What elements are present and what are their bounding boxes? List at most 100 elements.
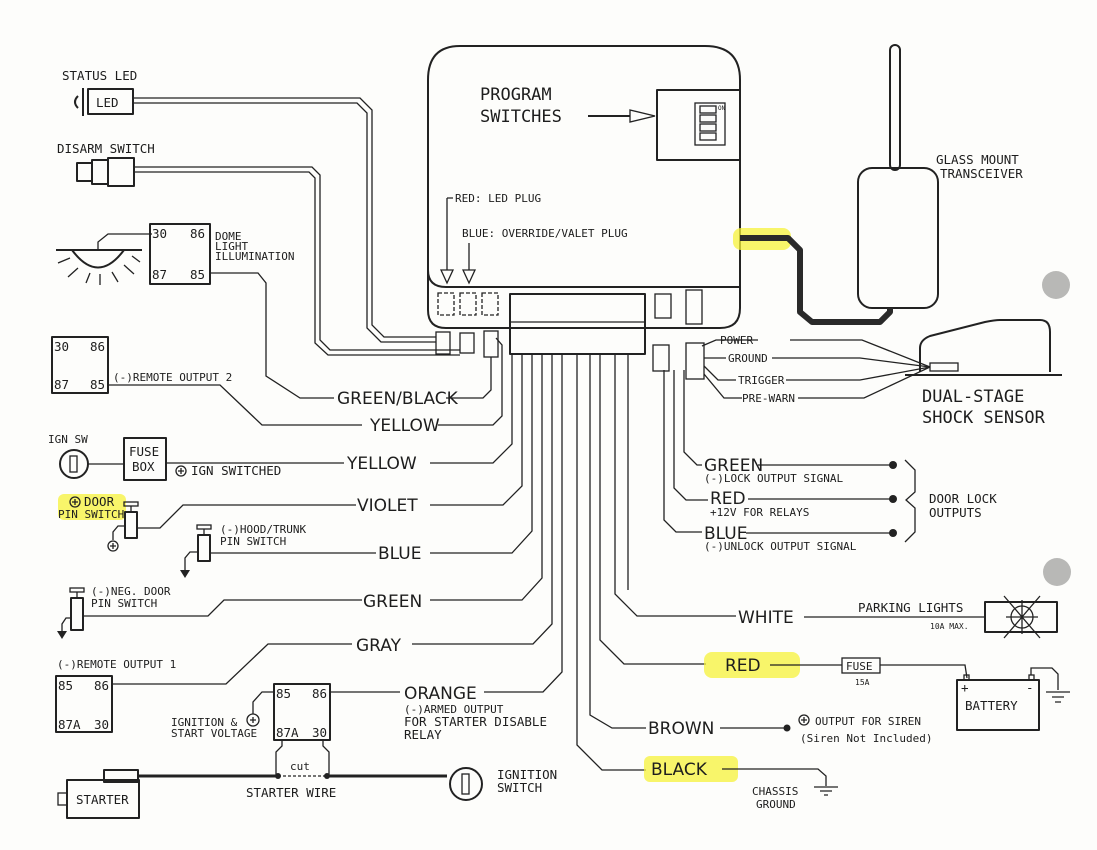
cut-label: cut — [290, 760, 310, 773]
fuse-box — [123, 437, 167, 481]
transceiver-label: GLASS MOUNT — [936, 152, 1019, 167]
door-lock-green: GREEN — [704, 456, 763, 476]
parking-lights-label: PARKING LIGHTS — [858, 600, 963, 615]
dip-switch-icon[interactable] — [694, 102, 726, 146]
transceiver-cable — [740, 235, 893, 325]
siren-label: OUTPUT FOR SIREN — [815, 715, 921, 728]
svg-text:PIN SWITCH: PIN SWITCH — [220, 535, 286, 548]
svg-text:30: 30 — [312, 725, 327, 740]
svg-text:BATTERY: BATTERY — [965, 698, 1018, 713]
svg-text:15A: 15A — [855, 678, 870, 687]
disarm-switch-icon[interactable] — [76, 157, 135, 187]
chassis-ground-label: CHASSIS — [752, 785, 798, 798]
sensor-wires — [701, 339, 931, 399]
wire-green: GREEN — [363, 592, 422, 612]
svg-text:SWITCH: SWITCH — [497, 780, 542, 795]
ign-switched-label: IGN SWITCHED — [191, 463, 281, 478]
svg-text:30: 30 — [152, 226, 167, 241]
svg-text:FUSE: FUSE — [846, 660, 873, 673]
svg-text:(-)LOCK OUTPUT SIGNAL: (-)LOCK OUTPUT SIGNAL — [704, 472, 843, 485]
svg-text:OUTPUTS: OUTPUTS — [929, 505, 982, 520]
dome-label: DOME — [215, 230, 242, 243]
svg-text:30: 30 — [94, 717, 109, 732]
led-plug-socket[interactable] — [437, 292, 455, 316]
door-pin-switch-label: DOOR — [84, 494, 115, 509]
svg-text:87A: 87A — [276, 725, 299, 740]
svg-text:RELAY: RELAY — [404, 727, 442, 742]
wire-brown: BROWN — [648, 719, 714, 739]
door-lock-red: RED — [710, 489, 746, 509]
svg-text:(-)UNLOCK OUTPUT SIGNAL: (-)UNLOCK OUTPUT SIGNAL — [704, 540, 857, 553]
remote2-wire — [108, 384, 362, 426]
svg-text:10A MAX.: 10A MAX. — [930, 622, 969, 631]
hood-trunk-label: (-)HOOD/TRUNK — [220, 523, 306, 536]
starter-disable-relay — [273, 683, 331, 741]
status-led-label: STATUS LED — [62, 68, 137, 83]
door-lock-outputs-label: DOOR LOCK — [929, 491, 997, 506]
ignition-switch-label: IGNITION — [497, 767, 557, 782]
arrow-icon — [629, 109, 656, 123]
sensor-ground-label: GROUND — [728, 352, 768, 365]
svg-text:86: 86 — [190, 226, 205, 241]
program-switches-label-2: SWITCHES — [480, 107, 562, 127]
remote-output-1-label: (-)REMOTE OUTPUT 1 — [57, 658, 176, 671]
wire-red-battery: RED — [725, 656, 761, 676]
red-led-plug-label: RED: LED PLUG — [455, 192, 541, 205]
remote-output-1-relay — [55, 675, 113, 733]
svg-text:85: 85 — [58, 678, 73, 693]
wire-violet: VIOLET — [357, 496, 418, 516]
door-lock-blue: BLUE — [704, 524, 747, 544]
ign-sw-label: IGN SW — [48, 433, 88, 446]
svg-text:86: 86 — [312, 686, 327, 701]
sensor-port[interactable] — [654, 293, 672, 319]
disarm-wire — [134, 166, 460, 356]
ignition-start-voltage-label: IGNITION & — [171, 716, 238, 729]
wire-green-black: GREEN/BLACK — [337, 389, 459, 409]
svg-text:FUSE: FUSE — [129, 444, 159, 459]
wire-yellow-ign: YELLOW — [346, 454, 417, 474]
svg-text:STARTER: STARTER — [76, 792, 129, 807]
svg-text:-: - — [1026, 680, 1034, 695]
sensor-power-label: POWER — [720, 334, 753, 347]
wire-yellow-remote2: YELLOW — [369, 416, 440, 436]
battery-icon: + - — [956, 667, 1070, 731]
remote-output-2-relay — [51, 336, 109, 394]
dome-wire — [210, 272, 334, 399]
svg-text:87: 87 — [54, 377, 69, 392]
svg-text:ILLUMINATION: ILLUMINATION — [215, 250, 294, 263]
glass-mount-transceiver[interactable] — [857, 44, 939, 309]
wire-white: WHITE — [738, 608, 794, 628]
status-led-icon — [74, 88, 134, 116]
fuse-15a — [841, 657, 881, 674]
remote-output-2-label: (-)REMOTE OUTPUT 2 — [113, 371, 232, 384]
valet-plug-socket[interactable] — [459, 292, 477, 316]
svg-text:(Siren Not Included): (Siren Not Included) — [800, 732, 932, 745]
transceiver-label-2: TRANSCEIVER — [940, 166, 1023, 181]
led-wire — [133, 97, 436, 343]
hood-trunk-switch-icon — [180, 524, 212, 578]
disarm-switch-label: DISARM SWITCH — [57, 141, 155, 156]
svg-text:86: 86 — [90, 339, 105, 354]
aux-plug-socket[interactable] — [481, 292, 499, 316]
svg-text:LED: LED — [96, 95, 119, 110]
ign-sw-icon — [59, 449, 89, 479]
door-lock-bracket — [904, 459, 916, 543]
svg-text:LIGHT: LIGHT — [215, 240, 248, 253]
sensor-port-2[interactable] — [685, 289, 703, 325]
svg-text:GROUND: GROUND — [756, 798, 796, 811]
dome-light-icon — [56, 233, 152, 285]
svg-text:START VOLTAGE: START VOLTAGE — [171, 727, 257, 740]
control-unit: PROGRAM SWITCHES ON RED: LED PLUG BLUE: … — [427, 45, 741, 380]
svg-text:PIN SWITCH: PIN SWITCH — [91, 597, 157, 610]
svg-text:87A: 87A — [58, 717, 81, 732]
program-switches-label: PROGRAM — [480, 85, 552, 105]
svg-text:+12V FOR RELAYS: +12V FOR RELAYS — [710, 506, 809, 519]
svg-text:PIN SWITCH: PIN SWITCH — [58, 508, 124, 521]
main-harness-connector[interactable] — [509, 293, 646, 355]
svg-text:85: 85 — [276, 686, 291, 701]
shock-sensor[interactable] — [905, 319, 1062, 376]
wire-black: BLACK — [651, 760, 708, 780]
blue-valet-plug-label: BLUE: OVERRIDE/VALET PLUG — [462, 227, 628, 240]
door-pin-switch-icon — [107, 501, 139, 552]
